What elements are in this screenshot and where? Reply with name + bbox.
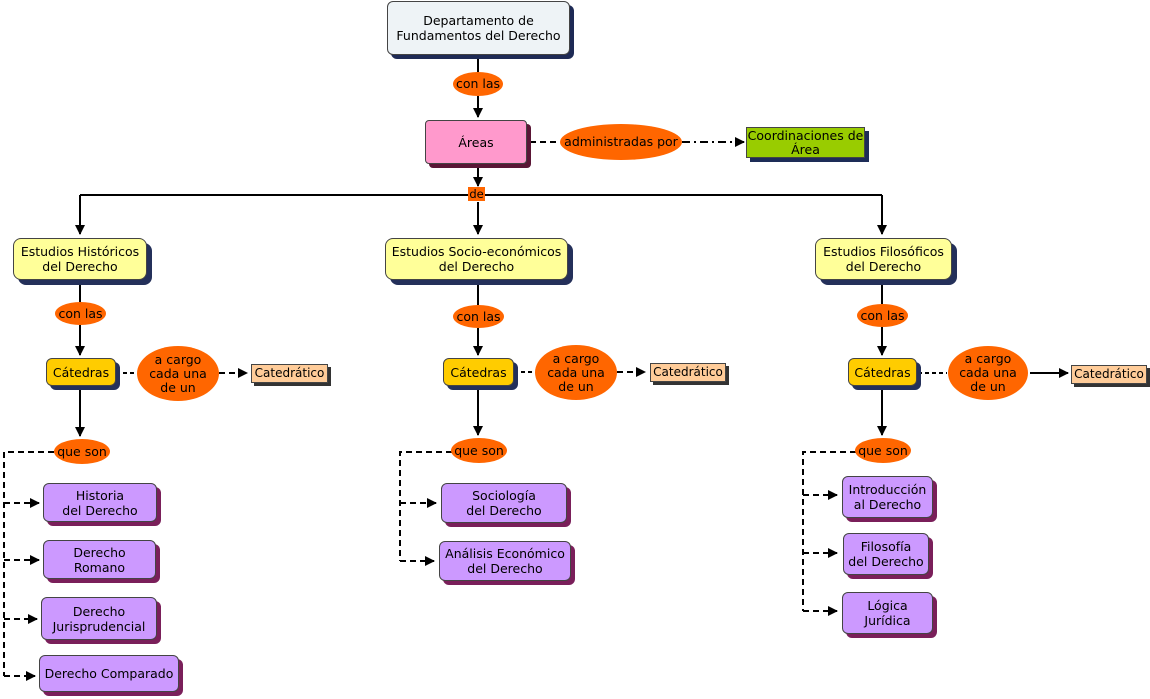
branch-2-subject-0: Introducción al Derecho xyxy=(842,476,933,518)
branch-0-link-con-las: con las xyxy=(55,302,106,325)
department-node: Departamento de Fundamentos del Derecho xyxy=(387,1,570,55)
branch-2-title: Estudios Filosóficos del Derecho xyxy=(815,238,952,280)
edge-b1-queson-trunk xyxy=(399,451,452,561)
branch-2-subject-2: Lógica Jurídica xyxy=(842,592,933,634)
branch-2-subject-1: Filosofía del Derecho xyxy=(843,533,929,575)
edge-b0-queson-trunk xyxy=(3,451,54,676)
branch-1-title: Estudios Socio-económicos del Derecho xyxy=(385,238,568,280)
edge-b2-queson-trunk xyxy=(802,451,856,611)
branch-0-subject-0: Historia del Derecho xyxy=(43,483,157,522)
branch-2-link-con-las: con las xyxy=(857,304,908,327)
branch-0-link-que-son: que son xyxy=(54,439,110,464)
branch-2-link-que-son: que son xyxy=(855,438,911,463)
link-administradas-por: administradas por xyxy=(560,124,682,160)
branch-1-catedratico: Catedrático xyxy=(650,363,726,382)
areas-node: Áreas xyxy=(425,120,527,164)
branch-2-link-a-cargo: a cargo cada una de un xyxy=(948,346,1028,400)
branch-1-link-con-las: con las xyxy=(453,305,504,328)
branch-0-catedratico: Catedrático xyxy=(251,364,328,383)
link-con-las-top: con las xyxy=(453,72,503,96)
branch-0-catedras: Cátedras xyxy=(46,358,116,386)
branch-0-subject-2: Derecho Jurisprudencial xyxy=(41,597,157,640)
branch-0-subject-3: Derecho Comparado xyxy=(39,655,179,692)
coordinaciones-node: Coordinaciones de Área xyxy=(746,127,865,158)
branch-2-catedratico: Catedrático xyxy=(1071,365,1147,384)
branch-0-link-a-cargo: a cargo cada una de un xyxy=(137,346,219,401)
branch-1-catedras: Cátedras xyxy=(443,358,514,386)
branch-2-catedras: Cátedras xyxy=(848,358,917,386)
branch-1-subject-1: Análisis Económico del Derecho xyxy=(439,541,571,581)
link-de: de xyxy=(468,187,485,201)
branch-0-title: Estudios Históricos del Derecho xyxy=(13,238,147,280)
branch-0-subject-1: Derecho Romano xyxy=(43,540,156,579)
branch-1-subject-0: Sociología del Derecho xyxy=(441,483,567,523)
branch-1-link-a-cargo: a cargo cada una de un xyxy=(535,345,617,400)
branch-1-link-que-son: que son xyxy=(451,438,507,463)
